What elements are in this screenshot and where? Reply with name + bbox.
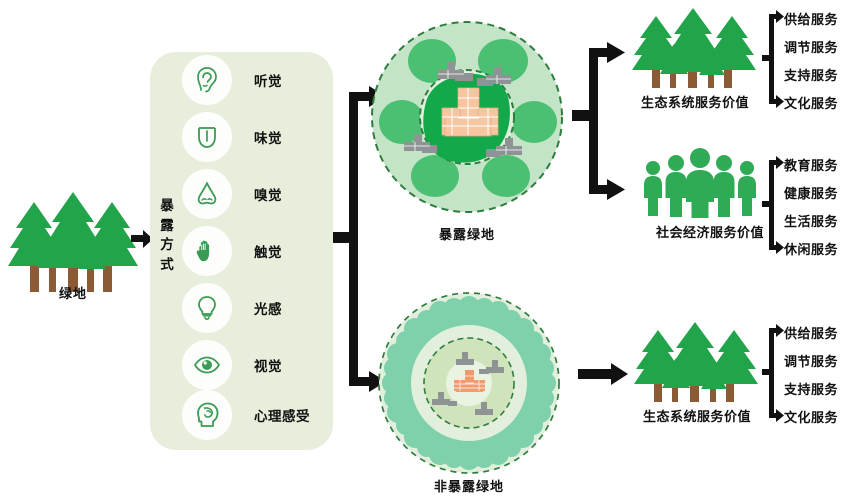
socio-label: 社会经济服务价值: [655, 225, 764, 240]
eco-top-label: 生态系统服务价值: [640, 95, 749, 110]
bracket-eco-top: [762, 10, 784, 108]
non-exposed-greenspace-label: 非暴露绿地: [433, 479, 504, 494]
sense-row-touch[interactable]: 触觉: [182, 226, 332, 276]
eco-top-service-2: 调节服务: [784, 40, 839, 55]
sense-label-smell: 嗅觉: [254, 188, 282, 203]
sense-label-hearing: 听觉: [254, 74, 282, 89]
eco-top-service-3: 支持服务: [784, 68, 839, 83]
sense-label-psych: 心理感受: [254, 409, 310, 424]
socio-service-list: 教育服务 健康服务 生活服务 休闲服务: [784, 152, 838, 264]
eco-bottom-service-1: 供给服务: [784, 326, 839, 341]
eco-top-forest-icon: [630, 8, 758, 94]
arrow-exposed-to-outcomes: [572, 42, 625, 200]
eco-bottom-service-2: 调节服务: [784, 354, 839, 369]
eco-bottom-service-4: 文化服务: [784, 410, 839, 425]
bracket-eco-bottom: [762, 324, 784, 422]
arrow-nonexposed-to-outcome: [578, 363, 628, 385]
arrow-greenland-to-panel: [131, 230, 153, 248]
sense-label-light: 光感: [254, 302, 282, 317]
eco-bottom-label: 生态系统服务价值: [642, 409, 751, 424]
eco-top-service-list: 供给服务 调节服务 支持服务 文化服务: [784, 6, 838, 118]
bulb-icon: [182, 283, 232, 333]
eco-bottom-service-list: 供给服务 调节服务 支持服务 文化服务: [784, 320, 838, 432]
greenland-forest-icon: [8, 190, 138, 300]
ear-icon: [182, 55, 232, 105]
socio-service-4: 休闲服务: [784, 242, 839, 257]
socio-service-2: 健康服务: [784, 186, 839, 201]
socio-service-1: 教育服务: [784, 158, 839, 173]
exposure-vertical-label: 暴露方式: [160, 198, 174, 272]
sense-row-taste[interactable]: 味觉: [182, 112, 332, 162]
sense-label-taste: 味觉: [254, 131, 282, 146]
exposed-greenspace-diagram: [366, 16, 568, 218]
sense-label-touch: 触觉: [254, 245, 282, 260]
sense-row-smell[interactable]: 嗅觉: [182, 169, 332, 219]
sense-row-vision[interactable]: 视觉: [182, 340, 332, 390]
tongue-icon: [182, 112, 232, 162]
greenland-label: 绿地: [58, 286, 87, 301]
eye-icon: [182, 340, 232, 390]
exposed-greenspace-label: 暴露绿地: [438, 227, 495, 242]
sense-row-psych[interactable]: 心理感受: [182, 390, 332, 440]
sense-row-hearing[interactable]: 听觉: [182, 55, 332, 105]
sense-row-light[interactable]: 光感: [182, 283, 332, 333]
sense-label-vision: 视觉: [254, 359, 282, 374]
bracket-socio: [762, 156, 784, 254]
eco-bottom-service-3: 支持服务: [784, 382, 839, 397]
exposure-panel: [150, 52, 333, 450]
eco-bottom-forest-icon: [632, 322, 760, 408]
nose-icon: [182, 169, 232, 219]
hand-icon: [182, 226, 232, 276]
socio-service-3: 生活服务: [784, 214, 839, 229]
socio-people-icon: [640, 148, 760, 218]
non-exposed-greenspace-diagram: [374, 288, 564, 478]
eco-top-service-4: 文化服务: [784, 96, 839, 111]
eco-top-service-1: 供给服务: [784, 12, 839, 27]
head-brain-icon: [182, 390, 232, 440]
